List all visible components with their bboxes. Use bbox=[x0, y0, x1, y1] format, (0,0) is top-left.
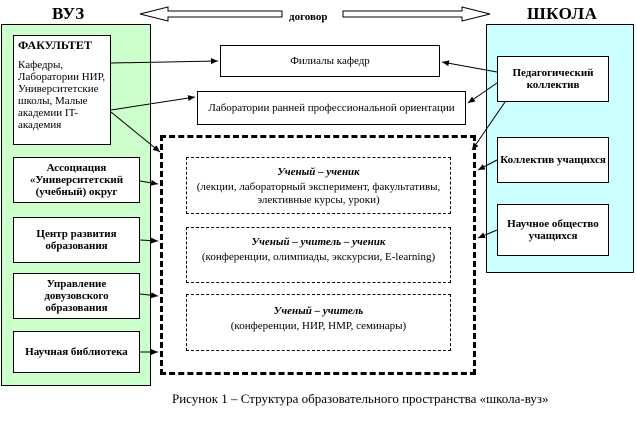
arrow-association bbox=[139, 179, 159, 186]
arrow-society-container bbox=[477, 229, 498, 239]
arrow-students-container bbox=[477, 159, 498, 171]
arrow-teachers-container bbox=[471, 101, 506, 151]
group-scientist-teacher: Ученый – учитель (конференции, НИР, НМР,… bbox=[186, 294, 451, 351]
branches-box: Филиалы кафедр bbox=[220, 45, 440, 77]
interaction-container bbox=[160, 135, 476, 375]
group-body: (конференции, олимпиады, экскурсии, E-le… bbox=[201, 251, 436, 263]
science-society-box: Научное общество учащихся bbox=[497, 204, 609, 256]
contract-label: договор bbox=[289, 11, 328, 23]
arrow-faculty-container bbox=[110, 111, 161, 153]
contract-arrow bbox=[139, 6, 491, 22]
group-title: Ученый – ученик bbox=[277, 166, 360, 178]
vuz-title: ВУЗ bbox=[52, 4, 85, 23]
group-title: Ученый – учитель bbox=[273, 305, 364, 317]
group-title: Ученый – учитель – ученик bbox=[251, 236, 386, 248]
figure-caption: Рисунок 1 – Структура образовательного п… bbox=[172, 391, 549, 406]
group-body: (конференции, НИР, НМР, семинары) bbox=[230, 320, 407, 332]
association-box: Ассоциация «Университетский (учебный) ок… bbox=[13, 157, 140, 203]
library-box: Научная библиотека bbox=[13, 331, 140, 373]
faculty-box: ФАКУЛЬТЕТ Кафедры, Лаборатории НИР, Унив… bbox=[13, 35, 111, 145]
arrow-faculty-branches bbox=[110, 58, 219, 65]
group-scientist-student: Ученый – ученик (лекции, лабораторный эк… bbox=[186, 157, 451, 214]
school-title: ШКОЛА bbox=[527, 4, 598, 23]
students-box: Коллектив учащихся bbox=[497, 137, 609, 183]
arrow-faculty-labs bbox=[110, 95, 196, 111]
group-scientist-teacher-student: Ученый – учитель – ученик (конференции, … bbox=[186, 227, 451, 283]
faculty-text: Кафедры, Лаборатории НИР, Университетски… bbox=[18, 59, 106, 131]
arrow-teachers-branches bbox=[441, 60, 498, 73]
labs-box: Лаборатории ранней профессиональной орие… bbox=[197, 91, 466, 125]
faculty-title: ФАКУЛЬТЕТ bbox=[18, 38, 92, 52]
teachers-box: Педагогический коллектив bbox=[497, 56, 609, 102]
arrow-center bbox=[139, 237, 159, 244]
education-center-box: Центр развития образования bbox=[13, 217, 140, 263]
group-body: (лекции, лабораторный эксперимент, факул… bbox=[196, 181, 441, 206]
arrow-teachers-labs bbox=[467, 82, 498, 104]
preuniversity-box: Управление довузовского образования bbox=[13, 273, 140, 319]
arrow-preuniversity bbox=[139, 292, 159, 299]
